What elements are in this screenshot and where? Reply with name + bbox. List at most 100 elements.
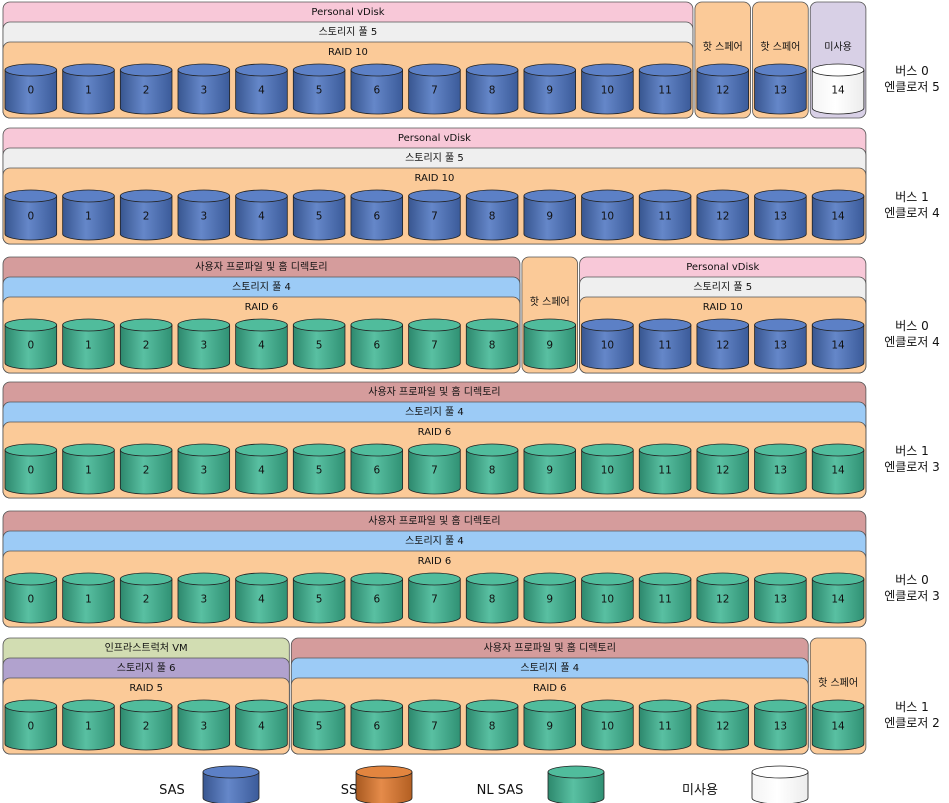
disk-slot-14: 14 <box>811 699 865 751</box>
disk-slot-6: 6 <box>350 699 404 751</box>
disk-slot-label: 10 <box>601 85 614 97</box>
hot-spare-label: 핫 스페어 <box>703 41 743 53</box>
disk-slot-label: 8 <box>489 211 496 223</box>
disk-slot-label: 12 <box>716 85 729 97</box>
disk-slot-label: 4 <box>258 85 265 97</box>
disk-slot-label: 13 <box>774 594 787 606</box>
disk-slot-label: 5 <box>316 340 323 352</box>
disk-slot-5: 5 <box>292 443 346 495</box>
disk-slot-13: 13 <box>754 572 807 624</box>
storage-pool-label: 스토리지 풀 5 <box>319 26 378 38</box>
raid-label: RAID 6 <box>418 556 452 567</box>
disk-slot-7: 7 <box>408 189 461 241</box>
disk-slot-label: 12 <box>716 465 729 477</box>
disk-slot-2: 2 <box>119 443 173 495</box>
disk-slot-0: 0 <box>4 63 58 115</box>
disk-slot-1: 1 <box>62 572 115 624</box>
disk-slot-label: 1 <box>85 340 92 352</box>
workload-label: 사용자 프로파일 및 홈 디렉토리 <box>195 260 327 273</box>
disk-slot-8: 8 <box>465 318 519 370</box>
legend-item-sas: SAS <box>159 783 185 798</box>
disk-slot-label: 11 <box>658 594 671 606</box>
bus-label: 버스 1 <box>895 444 929 458</box>
disk-slot-5: 5 <box>292 699 346 751</box>
disk-slot-4: 4 <box>235 318 288 370</box>
disk-slot-label: 9 <box>546 721 553 733</box>
disk-slot-label: 3 <box>200 85 207 97</box>
disk-slot-label: 12 <box>716 721 729 733</box>
disk-slot-8: 8 <box>465 572 519 624</box>
disk-slot-1: 1 <box>62 443 115 495</box>
workload-label: 사용자 프로파일 및 홈 디렉토리 <box>368 385 500 398</box>
disk-slot-label: 0 <box>27 721 34 733</box>
disk-slot-label: 14 <box>831 340 845 352</box>
disk-slot-label: 2 <box>143 465 150 477</box>
disk-slot-label: 10 <box>601 721 614 733</box>
storage-pool-label: 스토리지 풀 6 <box>117 662 176 674</box>
enclosure-label: 엔클로저 4 <box>884 206 940 220</box>
disk-slot-label: 14 <box>831 594 845 606</box>
storage-pool-label: 스토리지 풀 4 <box>232 281 291 293</box>
disk-slot-label: 11 <box>658 211 671 223</box>
disk-slot-label: 14 <box>831 85 845 97</box>
disk-slot-label: 14 <box>831 721 845 733</box>
disk-slot-label: 12 <box>716 340 729 352</box>
disk-slot-10: 10 <box>581 572 634 624</box>
disk-slot-label: 5 <box>316 211 323 223</box>
storage-pool-label: 스토리지 풀 4 <box>405 535 464 547</box>
disk-slot-label: 0 <box>27 340 34 352</box>
disk-slot-6: 6 <box>350 572 404 624</box>
disk-slot-11: 11 <box>638 572 692 624</box>
disk-slot-label: 2 <box>143 211 150 223</box>
workload-label: Personal vDisk <box>686 262 759 273</box>
disk-slot-4: 4 <box>235 63 288 115</box>
legend-disk-icon <box>202 765 260 803</box>
disk-slot-label: 4 <box>258 340 265 352</box>
disk-slot-1: 1 <box>62 63 115 115</box>
bus-label: 버스 1 <box>895 190 929 204</box>
disk-slot-2: 2 <box>119 63 173 115</box>
disk-slot-11: 11 <box>638 63 692 115</box>
disk-slot-label: 8 <box>489 594 496 606</box>
raid-label: RAID 6 <box>245 302 279 313</box>
disk-slot-8: 8 <box>465 189 519 241</box>
disk-slot-14: 14 <box>811 63 865 115</box>
disk-slot-4: 4 <box>235 189 288 241</box>
disk-slot-label: 13 <box>774 340 787 352</box>
disk-slot-3: 3 <box>177 189 231 241</box>
disk-slot-14: 14 <box>811 572 865 624</box>
disk-slot-9: 9 <box>523 572 577 624</box>
disk-slot-0: 0 <box>4 572 58 624</box>
workload-label: 사용자 프로파일 및 홈 디렉토리 <box>368 514 500 527</box>
disk-slot-0: 0 <box>4 318 58 370</box>
disk-slot-9: 9 <box>523 189 577 241</box>
disk-slot-12: 12 <box>696 189 749 241</box>
disk-slot-label: 9 <box>546 340 553 352</box>
disk-slot-label: 6 <box>373 721 380 733</box>
disk-slot-5: 5 <box>292 189 346 241</box>
disk-slot-label: 1 <box>85 465 92 477</box>
disk-slot-label: 11 <box>658 721 671 733</box>
legend-label: 미사용 <box>682 783 718 798</box>
disk-slot-label: 1 <box>85 85 92 97</box>
disk-slot-5: 5 <box>292 572 346 624</box>
disk-slot-label: 10 <box>601 340 614 352</box>
workload-label: 사용자 프로파일 및 홈 디렉토리 <box>484 641 616 654</box>
disk-slot-label: 12 <box>716 211 729 223</box>
raid-label: RAID 10 <box>328 47 368 58</box>
disk-slot-11: 11 <box>638 318 692 370</box>
storage-pool-label: 스토리지 풀 4 <box>405 406 464 418</box>
disk-slot-6: 6 <box>350 189 404 241</box>
disk-slot-1: 1 <box>62 189 115 241</box>
disk-slot-label: 2 <box>143 594 150 606</box>
disk-slot-label: 5 <box>316 85 323 97</box>
disk-slot-4: 4 <box>235 699 288 751</box>
disk-slot-label: 11 <box>658 340 671 352</box>
disk-slot-label: 14 <box>831 211 845 223</box>
disk-slot-12: 12 <box>696 572 749 624</box>
disk-slot-3: 3 <box>177 572 231 624</box>
raid-group-layer <box>2 41 694 119</box>
disk-slot-12: 12 <box>696 443 749 495</box>
disk-slot-11: 11 <box>638 443 692 495</box>
